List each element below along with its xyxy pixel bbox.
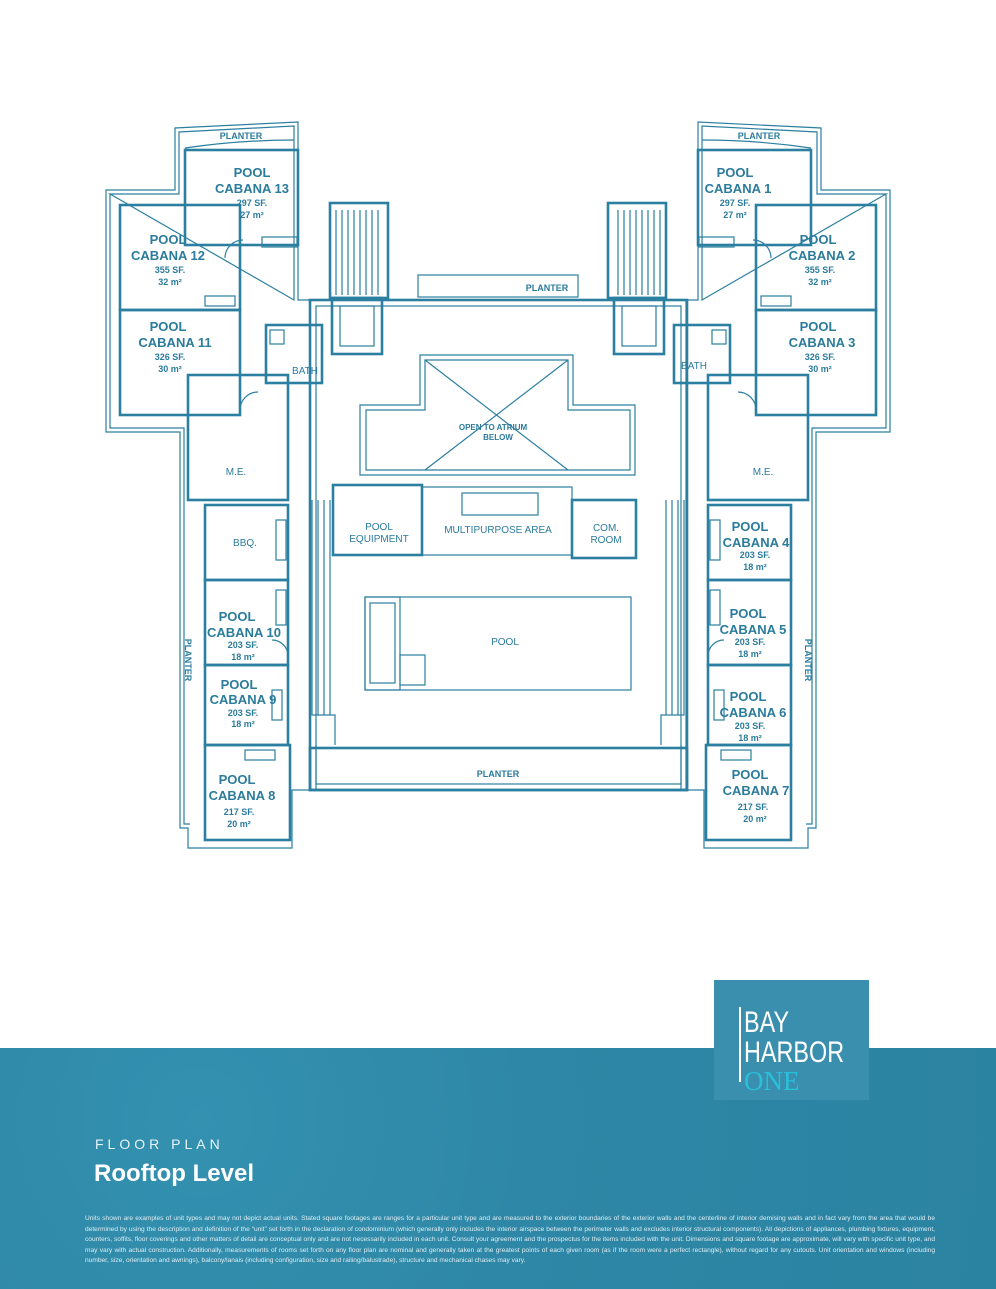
svg-text:297 SF.: 297 SF.: [720, 198, 751, 208]
svg-text:30 m²: 30 m²: [158, 364, 182, 374]
planter-label: PLANTER: [738, 131, 781, 141]
svg-text:18 m²: 18 m²: [738, 649, 762, 659]
svg-text:POOL: POOL: [717, 165, 754, 180]
svg-text:CABANA 10: CABANA 10: [207, 625, 281, 640]
svg-text:CABANA 7: CABANA 7: [723, 783, 790, 798]
svg-text:CABANA 8: CABANA 8: [209, 788, 276, 803]
svg-text:CABANA 3: CABANA 3: [789, 335, 856, 350]
svg-text:27 m²: 27 m²: [723, 210, 747, 220]
atrium-label: BELOW: [483, 433, 513, 442]
svg-text:326 SF.: 326 SF.: [805, 352, 836, 362]
logo-line-3: ONE: [744, 1066, 800, 1096]
disclaimer-text: Units shown are examples of unit types a…: [85, 1215, 935, 1264]
planter-label: PLANTER: [477, 769, 520, 779]
svg-text:POOL: POOL: [732, 519, 769, 534]
page-title: Rooftop Level: [94, 1160, 254, 1187]
pool-equipment-label: EQUIPMENT: [349, 534, 408, 545]
svg-text:CABANA 11: CABANA 11: [138, 335, 211, 350]
svg-text:203 SF.: 203 SF.: [735, 721, 766, 731]
multipurpose-label: MULTIPURPOSE AREA: [444, 525, 552, 536]
svg-text:POOL: POOL: [150, 319, 187, 334]
svg-text:CABANA 6: CABANA 6: [720, 705, 787, 720]
svg-text:27 m²: 27 m²: [240, 210, 264, 220]
svg-text:217 SF.: 217 SF.: [738, 802, 769, 812]
svg-text:POOL: POOL: [730, 689, 767, 704]
svg-text:297 SF.: 297 SF.: [237, 198, 268, 208]
svg-text:355 SF.: 355 SF.: [155, 265, 186, 275]
bath-right-label: BATH: [681, 361, 707, 372]
svg-text:32 m²: 32 m²: [808, 277, 832, 287]
svg-text:POOL: POOL: [800, 232, 837, 247]
atrium-label: OPEN TO ATRIUM: [459, 423, 528, 432]
com-room-label: ROOM: [590, 535, 621, 546]
bay-harbor-one-logo: BAY HARBOR ONE: [714, 980, 869, 1100]
svg-text:POOL: POOL: [219, 772, 256, 787]
logo-line-1: BAY: [744, 1006, 790, 1039]
bath-left-label: BATH: [292, 366, 318, 377]
svg-text:POOL: POOL: [730, 606, 767, 621]
planter-label: PLANTER: [183, 639, 193, 682]
svg-text:30 m²: 30 m²: [808, 364, 832, 374]
svg-text:POOL: POOL: [732, 767, 769, 782]
svg-text:18 m²: 18 m²: [231, 652, 255, 662]
logo-divider: [739, 1007, 741, 1082]
svg-text:CABANA 12: CABANA 12: [131, 248, 205, 263]
svg-text:POOL: POOL: [150, 232, 187, 247]
logo-line-2: HARBOR: [744, 1036, 845, 1069]
svg-text:326 SF.: 326 SF.: [155, 352, 186, 362]
floor-plan-kicker: FLOOR PLAN: [95, 1136, 224, 1152]
pool-label: POOL: [491, 637, 519, 648]
planter-label: PLANTER: [803, 639, 813, 682]
svg-text:POOL: POOL: [221, 677, 258, 692]
plan-walls-center: [308, 274, 689, 792]
svg-text:18 m²: 18 m²: [231, 719, 255, 729]
svg-text:CABANA 13: CABANA 13: [215, 181, 289, 196]
planter-label: PLANTER: [220, 131, 263, 141]
plan-walls-left: [105, 121, 390, 849]
svg-text:20 m²: 20 m²: [743, 814, 767, 824]
svg-text:18 m²: 18 m²: [738, 733, 762, 743]
me-left-label: M.E.: [226, 467, 247, 478]
svg-text:CABANA 4: CABANA 4: [723, 535, 790, 550]
svg-text:203 SF.: 203 SF.: [228, 708, 259, 718]
svg-text:CABANA 1: CABANA 1: [705, 181, 772, 196]
me-right-label: M.E.: [753, 467, 774, 478]
svg-text:POOL: POOL: [800, 319, 837, 334]
svg-text:217 SF.: 217 SF.: [224, 807, 255, 817]
svg-text:32 m²: 32 m²: [158, 277, 182, 287]
planter-label: PLANTER: [526, 283, 569, 293]
floor-plan: PLANTER PLANTER PLANTER PLANTER PLANTER …: [105, 120, 892, 850]
svg-text:18 m²: 18 m²: [743, 562, 767, 572]
pool-equipment-label: POOL: [365, 522, 393, 533]
svg-text:203 SF.: 203 SF.: [735, 637, 766, 647]
bbq-label: BBQ.: [233, 538, 257, 549]
svg-text:CABANA 5: CABANA 5: [720, 622, 787, 637]
com-room-label: COM.: [593, 523, 619, 534]
svg-text:20 m²: 20 m²: [227, 819, 251, 829]
svg-text:POOL: POOL: [219, 609, 256, 624]
svg-text:203 SF.: 203 SF.: [228, 640, 259, 650]
svg-text:POOL: POOL: [234, 165, 271, 180]
svg-text:CABANA 9: CABANA 9: [210, 692, 277, 707]
svg-text:203 SF.: 203 SF.: [740, 550, 771, 560]
svg-text:355 SF.: 355 SF.: [805, 265, 836, 275]
svg-text:CABANA 2: CABANA 2: [789, 248, 856, 263]
